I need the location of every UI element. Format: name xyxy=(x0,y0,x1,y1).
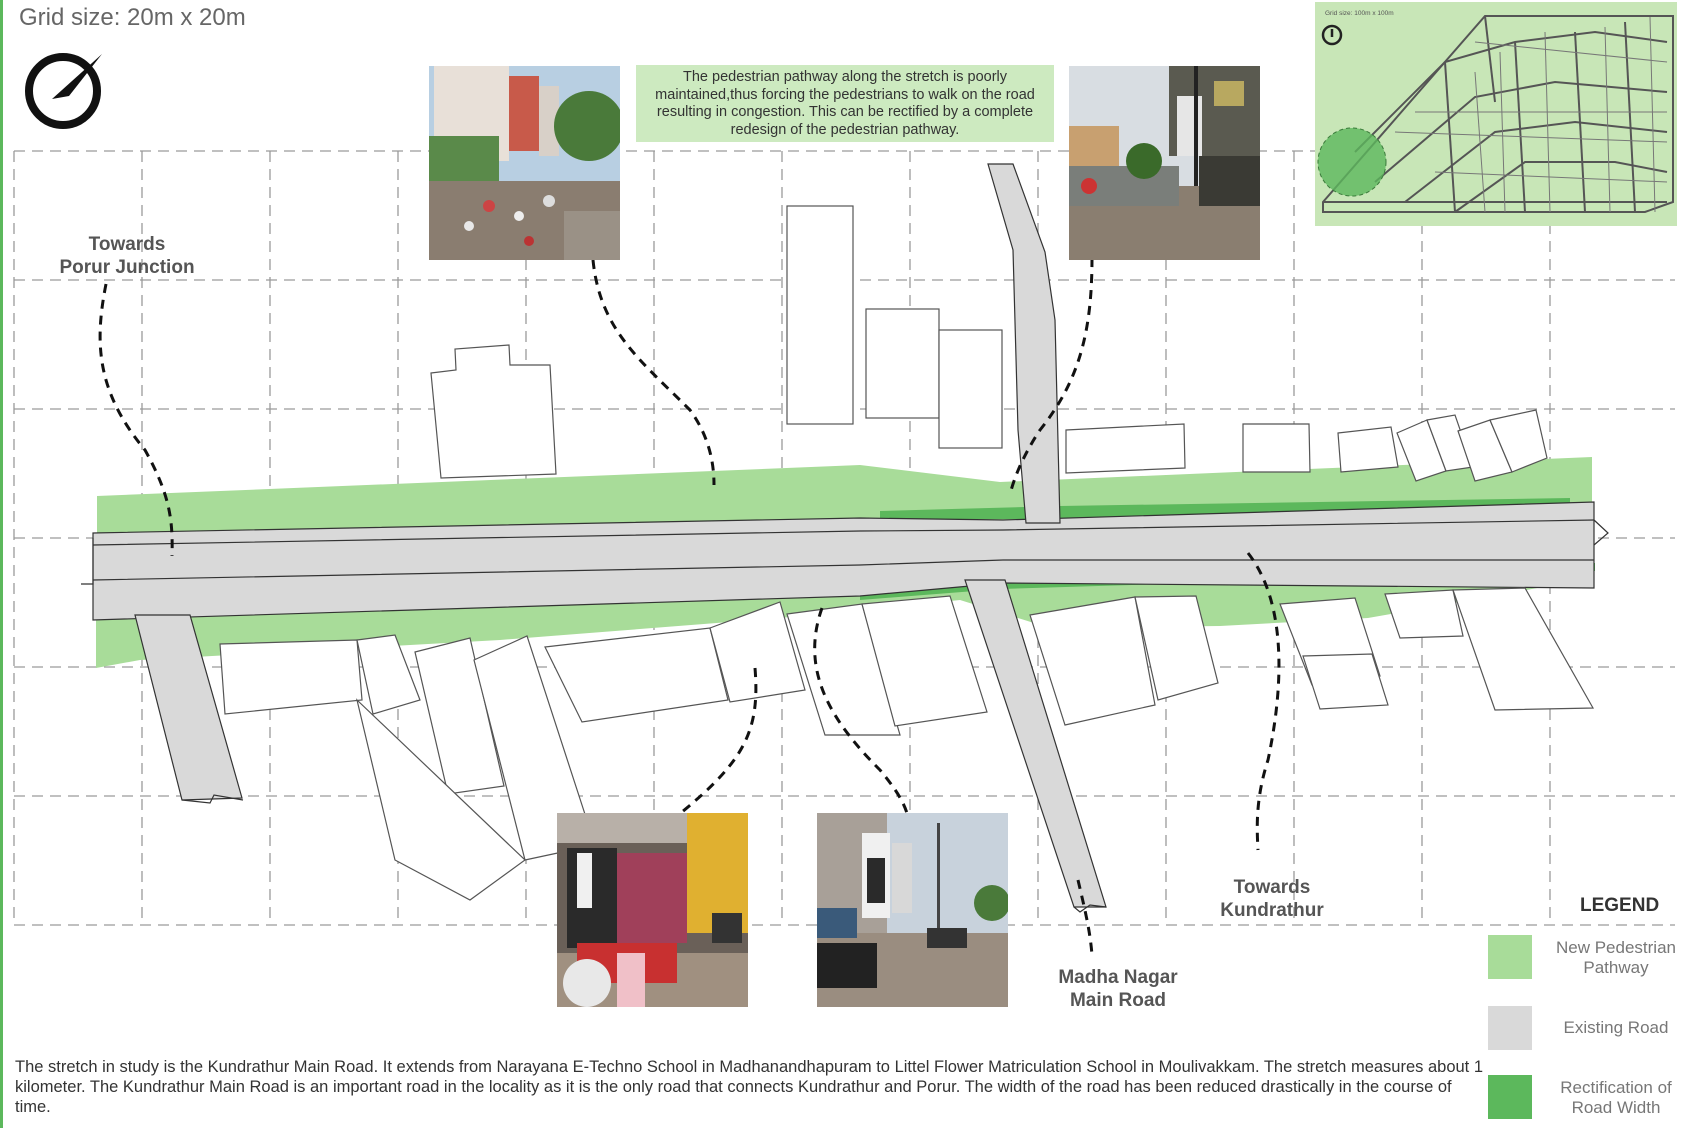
photo-street-shops xyxy=(1069,66,1260,260)
key-map-network xyxy=(1317,15,1674,213)
legend-line: Rectification of xyxy=(1560,1078,1672,1097)
label-line: Main Road xyxy=(1069,990,1167,1011)
legend-label-existing-road: Existing Road xyxy=(1546,1018,1686,1038)
grid-size-label: Grid size: 20m x 20m xyxy=(19,4,246,31)
label-line: Madha Nagar xyxy=(1058,967,1178,988)
existing-road xyxy=(92,163,1595,908)
photo-clothing-shop xyxy=(557,813,748,1007)
compass-icon xyxy=(1321,24,1343,46)
legend-label-pathway: New Pedestrian Pathway xyxy=(1546,938,1686,978)
legend-swatch-rectification xyxy=(1488,1075,1532,1119)
callout-pedestrian-pathway: The pedestrian pathway along the stretch… xyxy=(636,65,1054,142)
legend-line: Existing Road xyxy=(1563,1018,1669,1037)
label-line: Towards xyxy=(88,234,166,255)
label-towards-porur: Towards Porur Junction xyxy=(57,233,197,279)
label-madha-nagar: Madha Nagar Main Road xyxy=(1043,966,1193,1012)
legend-swatch-pathway xyxy=(1488,935,1532,979)
legend-title: LEGEND xyxy=(1580,895,1660,916)
legend-label-rectification: Rectification of Road Width xyxy=(1546,1078,1686,1118)
legend-swatch-existing-road xyxy=(1488,1006,1532,1050)
label-line: Kundrathur xyxy=(1220,900,1324,921)
key-map-grid-label: Grid size: 100m x 100m xyxy=(1325,10,1394,17)
legend-line: Pathway xyxy=(1583,958,1649,977)
key-map: Grid size: 100m x 100m xyxy=(1315,2,1677,226)
label-line: Towards xyxy=(1233,877,1311,898)
label-line: Porur Junction xyxy=(59,257,195,278)
photo-shops-street xyxy=(817,813,1008,1007)
frame-border xyxy=(0,0,3,1128)
photo-garbage-dump xyxy=(429,66,620,260)
road-centerlines xyxy=(81,519,1609,913)
north-arrow-icon xyxy=(25,53,102,129)
legend-line: New Pedestrian xyxy=(1555,938,1676,957)
label-towards-kundrathur: Towards Kundrathur xyxy=(1202,876,1342,922)
legend-line: Road Width xyxy=(1571,1098,1661,1117)
leader-lines xyxy=(98,257,1281,956)
buildings xyxy=(219,205,1595,901)
description-text: The stretch in study is the Kundrathur M… xyxy=(15,1058,1484,1116)
